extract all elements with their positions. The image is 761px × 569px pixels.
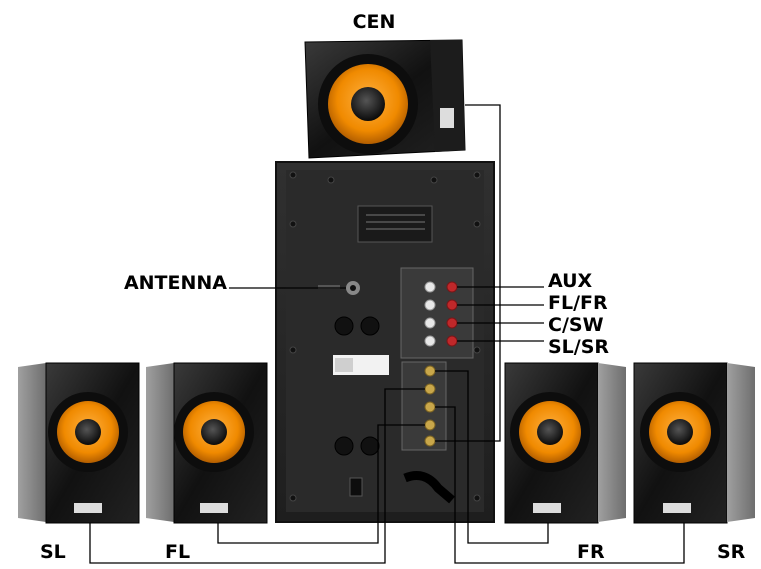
label-fl-fr: FL/FR [548, 292, 608, 314]
label-antenna: ANTENNA [124, 272, 227, 294]
antenna-jack [318, 281, 360, 295]
caution-plate [357, 205, 433, 243]
input-jack-block [400, 267, 474, 359]
control-knobs [334, 316, 380, 456]
center-woofer [318, 54, 418, 154]
brand-badge [440, 108, 454, 128]
label-fr: FR [577, 541, 605, 563]
sl-sr-jacks [424, 335, 458, 347]
power-switch [349, 477, 363, 497]
connection-wires [89, 104, 685, 564]
wire-fr [435, 370, 549, 544]
power-cord [403, 471, 455, 504]
speaker-fr [504, 362, 626, 524]
speaker-fl [146, 362, 268, 524]
label-cen: CEN [353, 11, 396, 33]
speaker-sl [18, 362, 140, 524]
wire-sr [435, 406, 685, 564]
label-aux: AUX [548, 270, 593, 292]
fl-fr-jacks [424, 299, 458, 311]
c-sw-jacks [424, 317, 458, 329]
center-speaker [304, 39, 466, 159]
speaker-sr [633, 362, 755, 524]
label-sl: SL [40, 541, 66, 563]
screws [289, 171, 481, 502]
output-jack-block [401, 361, 447, 451]
wire-sl [89, 388, 425, 564]
label-sl-sr: SL/SR [548, 336, 609, 358]
label-fl: FL [165, 541, 190, 563]
label-sr: SR [717, 541, 746, 563]
label-c-sw: C/SW [548, 314, 604, 336]
subwoofer-rear-panel [275, 161, 495, 523]
wire-fl [217, 424, 425, 544]
